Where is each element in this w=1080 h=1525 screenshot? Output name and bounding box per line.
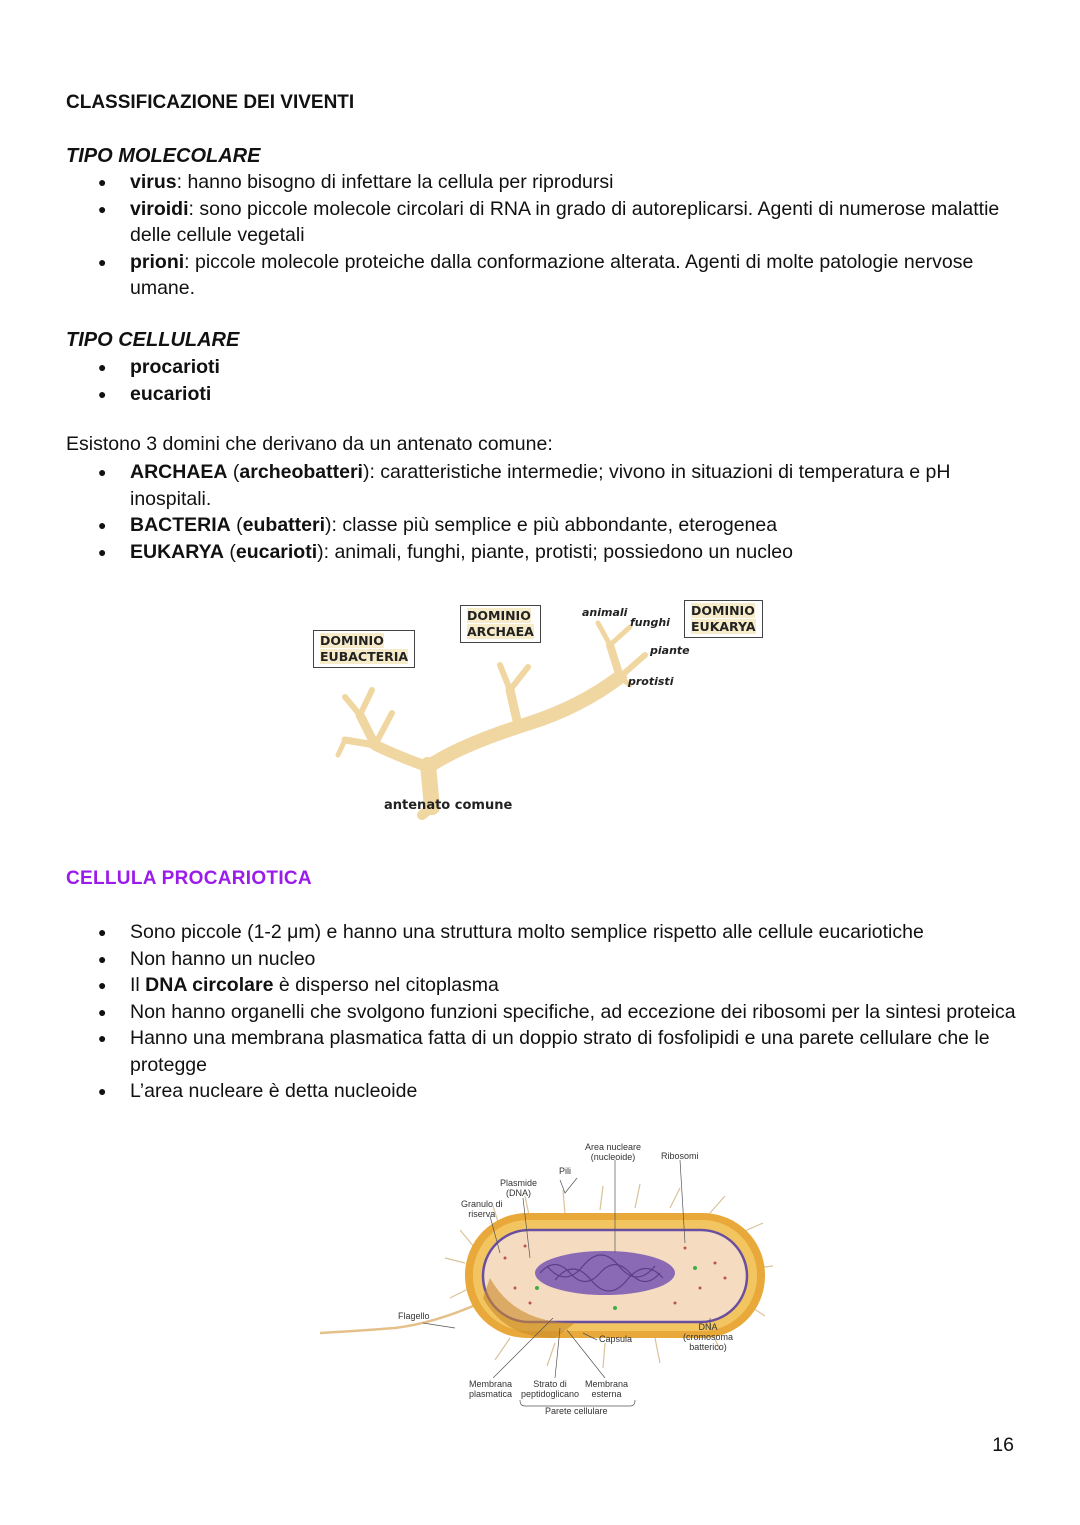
list-item: eucarioti [98, 381, 1028, 408]
list-procariotica: Sono piccole (1-2 μm) e hanno una strutt… [98, 919, 1028, 1105]
list-item: EUKARYA (eucarioti): animali, funghi, pi… [98, 539, 1028, 566]
list-molecolare: virus: hanno bisogno di infettare la cel… [98, 169, 1028, 302]
list-domini: ARCHAEA (archeobatteri): caratteristiche… [98, 459, 1028, 565]
label-area-nucleare: Area nucleare(nucleoide) [585, 1142, 642, 1162]
heading-cellula-procariotica: CELLULA PROCARIOTICA [66, 868, 312, 889]
label-pili: Pili [559, 1166, 572, 1176]
label-funghi: funghi [630, 616, 670, 629]
list-item: Non hanno organelli che svolgono funzion… [98, 999, 1028, 1026]
prokaryotic-cell-diagram: Area nucleare(nucleoide) Ribosomi Pili P… [315, 1138, 775, 1420]
label-parete-cellulare: Parete cellulare [545, 1406, 608, 1416]
list-item: BACTERIA (eubatteri): classe più semplic… [98, 512, 1028, 539]
label-capsula: Capsula [599, 1334, 633, 1344]
list-item: Sono piccole (1-2 μm) e hanno una strutt… [98, 919, 1028, 946]
list-item: procarioti [98, 354, 1028, 381]
label-ribosomi: Ribosomi [661, 1151, 699, 1161]
page-title: CLASSIFICAZIONE DEI VIVENTI [66, 92, 355, 113]
list-item: prioni: piccole molecole proteiche dalla… [98, 249, 1028, 302]
label-flagello: Flagello [398, 1311, 430, 1321]
tree-branches [335, 620, 648, 820]
list-item: Hanno una membrana plasmatica fatta di u… [98, 1025, 1028, 1078]
heading-tipo-molecolare: TIPO MOLECOLARE [66, 145, 261, 167]
label-animali: animali [582, 606, 628, 619]
list-item: viroidi: sono piccole molecole circolari… [98, 196, 1028, 249]
list-item: Non hanno un nucleo [98, 946, 1028, 973]
label-antenato-comune: antenato comune [384, 798, 513, 813]
list-item: ARCHAEA (archeobatteri): caratteristiche… [98, 459, 1028, 512]
domini-intro: Esistono 3 domini che derivano da un ant… [66, 433, 553, 455]
list-item: virus: hanno bisogno di infettare la cel… [98, 169, 1028, 196]
label-piante: piante [650, 644, 690, 657]
label-protisti: protisti [628, 675, 674, 688]
label-plasmide: Plasmide(DNA) [500, 1178, 538, 1198]
list-item: L’area nucleare è detta nucleoide [98, 1078, 1028, 1105]
cell-illustration [319, 1159, 774, 1407]
list-item: Il DNA circolare è disperso nel citoplas… [98, 972, 1028, 999]
list-cellulare: procarioti eucarioti [98, 354, 1028, 407]
page-number: 16 [992, 1434, 1014, 1456]
heading-tipo-cellulare: TIPO CELLULARE [66, 329, 240, 351]
